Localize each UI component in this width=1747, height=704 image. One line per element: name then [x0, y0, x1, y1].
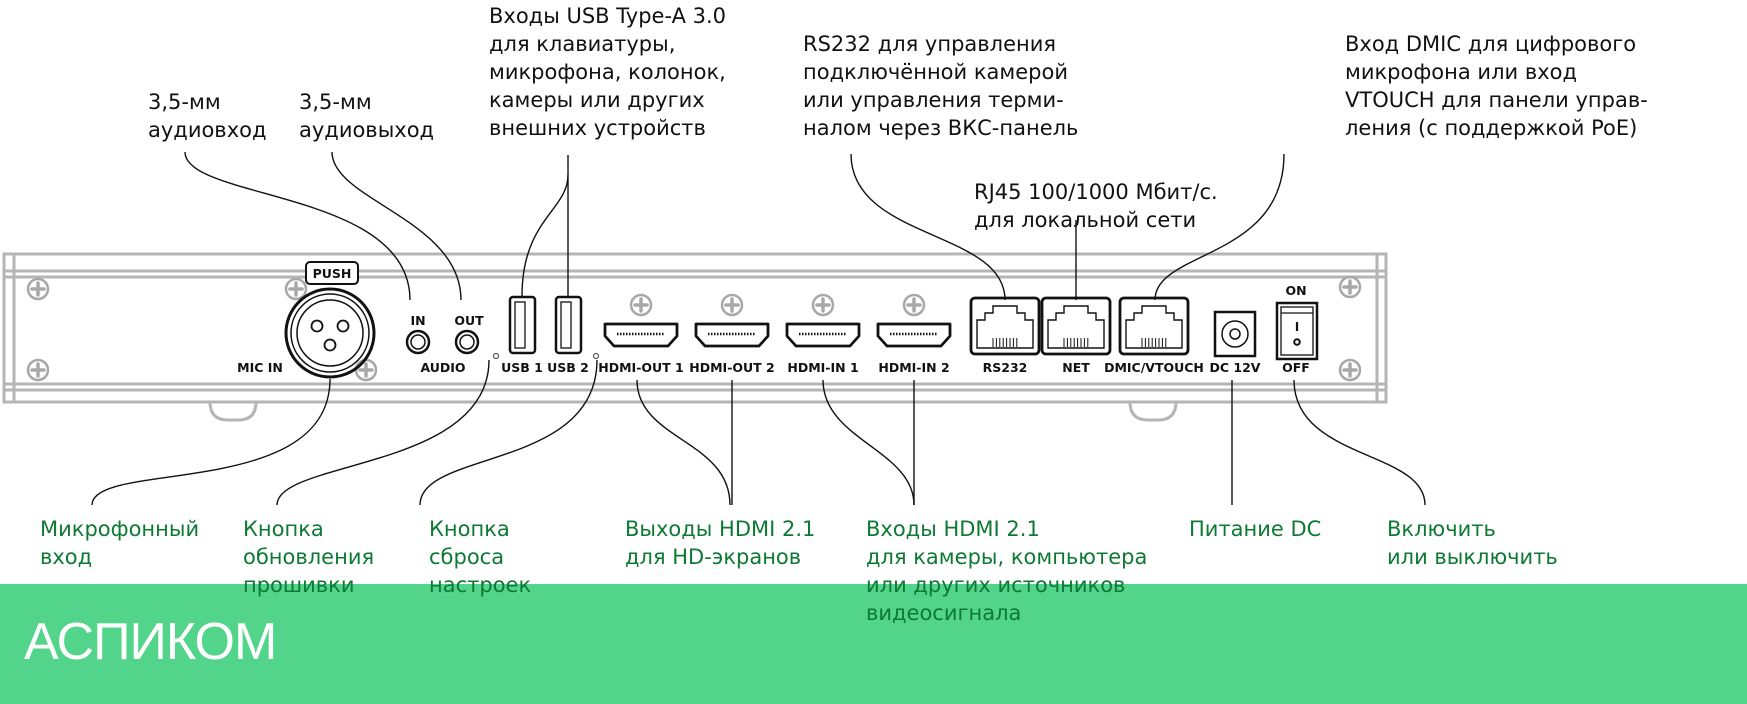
label-usb: Входы USB Type-A 3.0 для клавиатуры, мик…: [489, 4, 727, 140]
label-hdmi-out: Выходы HDMI 2.1 для HD-экранов: [625, 517, 816, 569]
callout-hdmi-out1: [636, 379, 731, 506]
usb2-port[interactable]: [554, 295, 583, 355]
switch-on-label: ON: [1285, 283, 1306, 298]
power-switch[interactable]: [1275, 301, 1319, 361]
net-label: NET: [1062, 360, 1090, 375]
usb1-port[interactable]: [508, 295, 537, 355]
hdmi-in1-port[interactable]: [785, 322, 861, 348]
callout-firmware: [276, 359, 490, 506]
callout-mic-in: [91, 378, 331, 506]
label-rs232: RS232 для управления подключённой камеро…: [803, 32, 1079, 140]
panel-outer-frame: [2, 252, 1388, 404]
dmic-vtouch-port[interactable]: [1118, 296, 1190, 356]
screw-icon: [1338, 358, 1362, 382]
hdmi-out2-label: HDMI-OUT 2: [689, 360, 774, 375]
callout-rs232: [850, 153, 1006, 301]
hdmi-out1-port[interactable]: [603, 322, 679, 348]
callout-usb1: [521, 174, 569, 297]
callout-audio-in: [184, 151, 411, 301]
dmic-label: DMIC/VTOUCH: [1104, 360, 1204, 375]
panel-foot-right: [1128, 401, 1178, 422]
hdmi-in2-port[interactable]: [876, 322, 952, 348]
dc-power-jack[interactable]: [1213, 310, 1257, 358]
rs232-label: RS232: [983, 360, 1028, 375]
label-power: Питание DC: [1189, 517, 1322, 541]
callout-dmic: [1154, 153, 1285, 301]
screw-icon: [26, 277, 50, 301]
audio-out-label: OUT: [454, 313, 484, 328]
label-audio-out: 3,5-мм аудиовыход: [299, 90, 435, 142]
usb2-label: USB 2: [547, 360, 589, 375]
callout-reset: [419, 359, 598, 506]
hdmi-in1-label: HDMI-IN 1: [787, 360, 858, 375]
brand-band: [0, 584, 1747, 704]
screw-icon: [902, 293, 926, 317]
label-net: RJ45 100/1000 Мбит/с. для локальной сети: [974, 180, 1218, 232]
firmware-button[interactable]: [492, 352, 500, 360]
audio-in-label: IN: [410, 313, 425, 328]
hdmi-out2-port[interactable]: [694, 322, 770, 348]
push-label: PUSH: [313, 266, 352, 281]
callout-switch: [1293, 379, 1426, 506]
mic-in-label: MIC IN: [237, 360, 283, 375]
audio-in-jack[interactable]: [405, 329, 431, 355]
xlr-mic-connector[interactable]: PUSH: [284, 261, 376, 379]
callout-audio-out: [331, 151, 462, 301]
screw-icon: [1338, 275, 1362, 299]
label-audio-in: 3,5-мм аудиовход: [148, 90, 267, 142]
screw-icon: [811, 293, 835, 317]
screw-icon: [629, 293, 653, 317]
label-reset-button: Кнопка сброса настроек: [429, 517, 532, 597]
label-mic-in: Микрофонный вход: [40, 517, 200, 569]
callout-hdmi-in1: [822, 379, 915, 506]
audio-label: AUDIO: [420, 360, 465, 375]
label-firmware-button: Кнопка обновления прошивки: [243, 517, 375, 597]
hdmi-in2-label: HDMI-IN 2: [878, 360, 949, 375]
reset-button[interactable]: [592, 352, 600, 360]
hdmi-out1-label: HDMI-OUT 1: [598, 360, 683, 375]
usb1-label: USB 1: [501, 360, 543, 375]
panel-foot-left: [208, 401, 258, 422]
label-hdmi-in: Входы HDMI 2.1 для камеры, компьютера ил…: [866, 517, 1148, 625]
audio-out-jack[interactable]: [454, 329, 480, 355]
screw-icon: [26, 358, 50, 382]
switch-off-label: OFF: [1282, 360, 1310, 375]
brand-watermark: АСПИКОМ: [24, 613, 277, 671]
label-switch: Включить или выключить: [1387, 517, 1558, 569]
screw-icon: [720, 293, 744, 317]
dc-label: DC 12V: [1210, 360, 1261, 375]
screw-icon: [284, 277, 308, 301]
label-dmic: Вход DMIC для цифрового микрофона или вх…: [1345, 32, 1648, 140]
